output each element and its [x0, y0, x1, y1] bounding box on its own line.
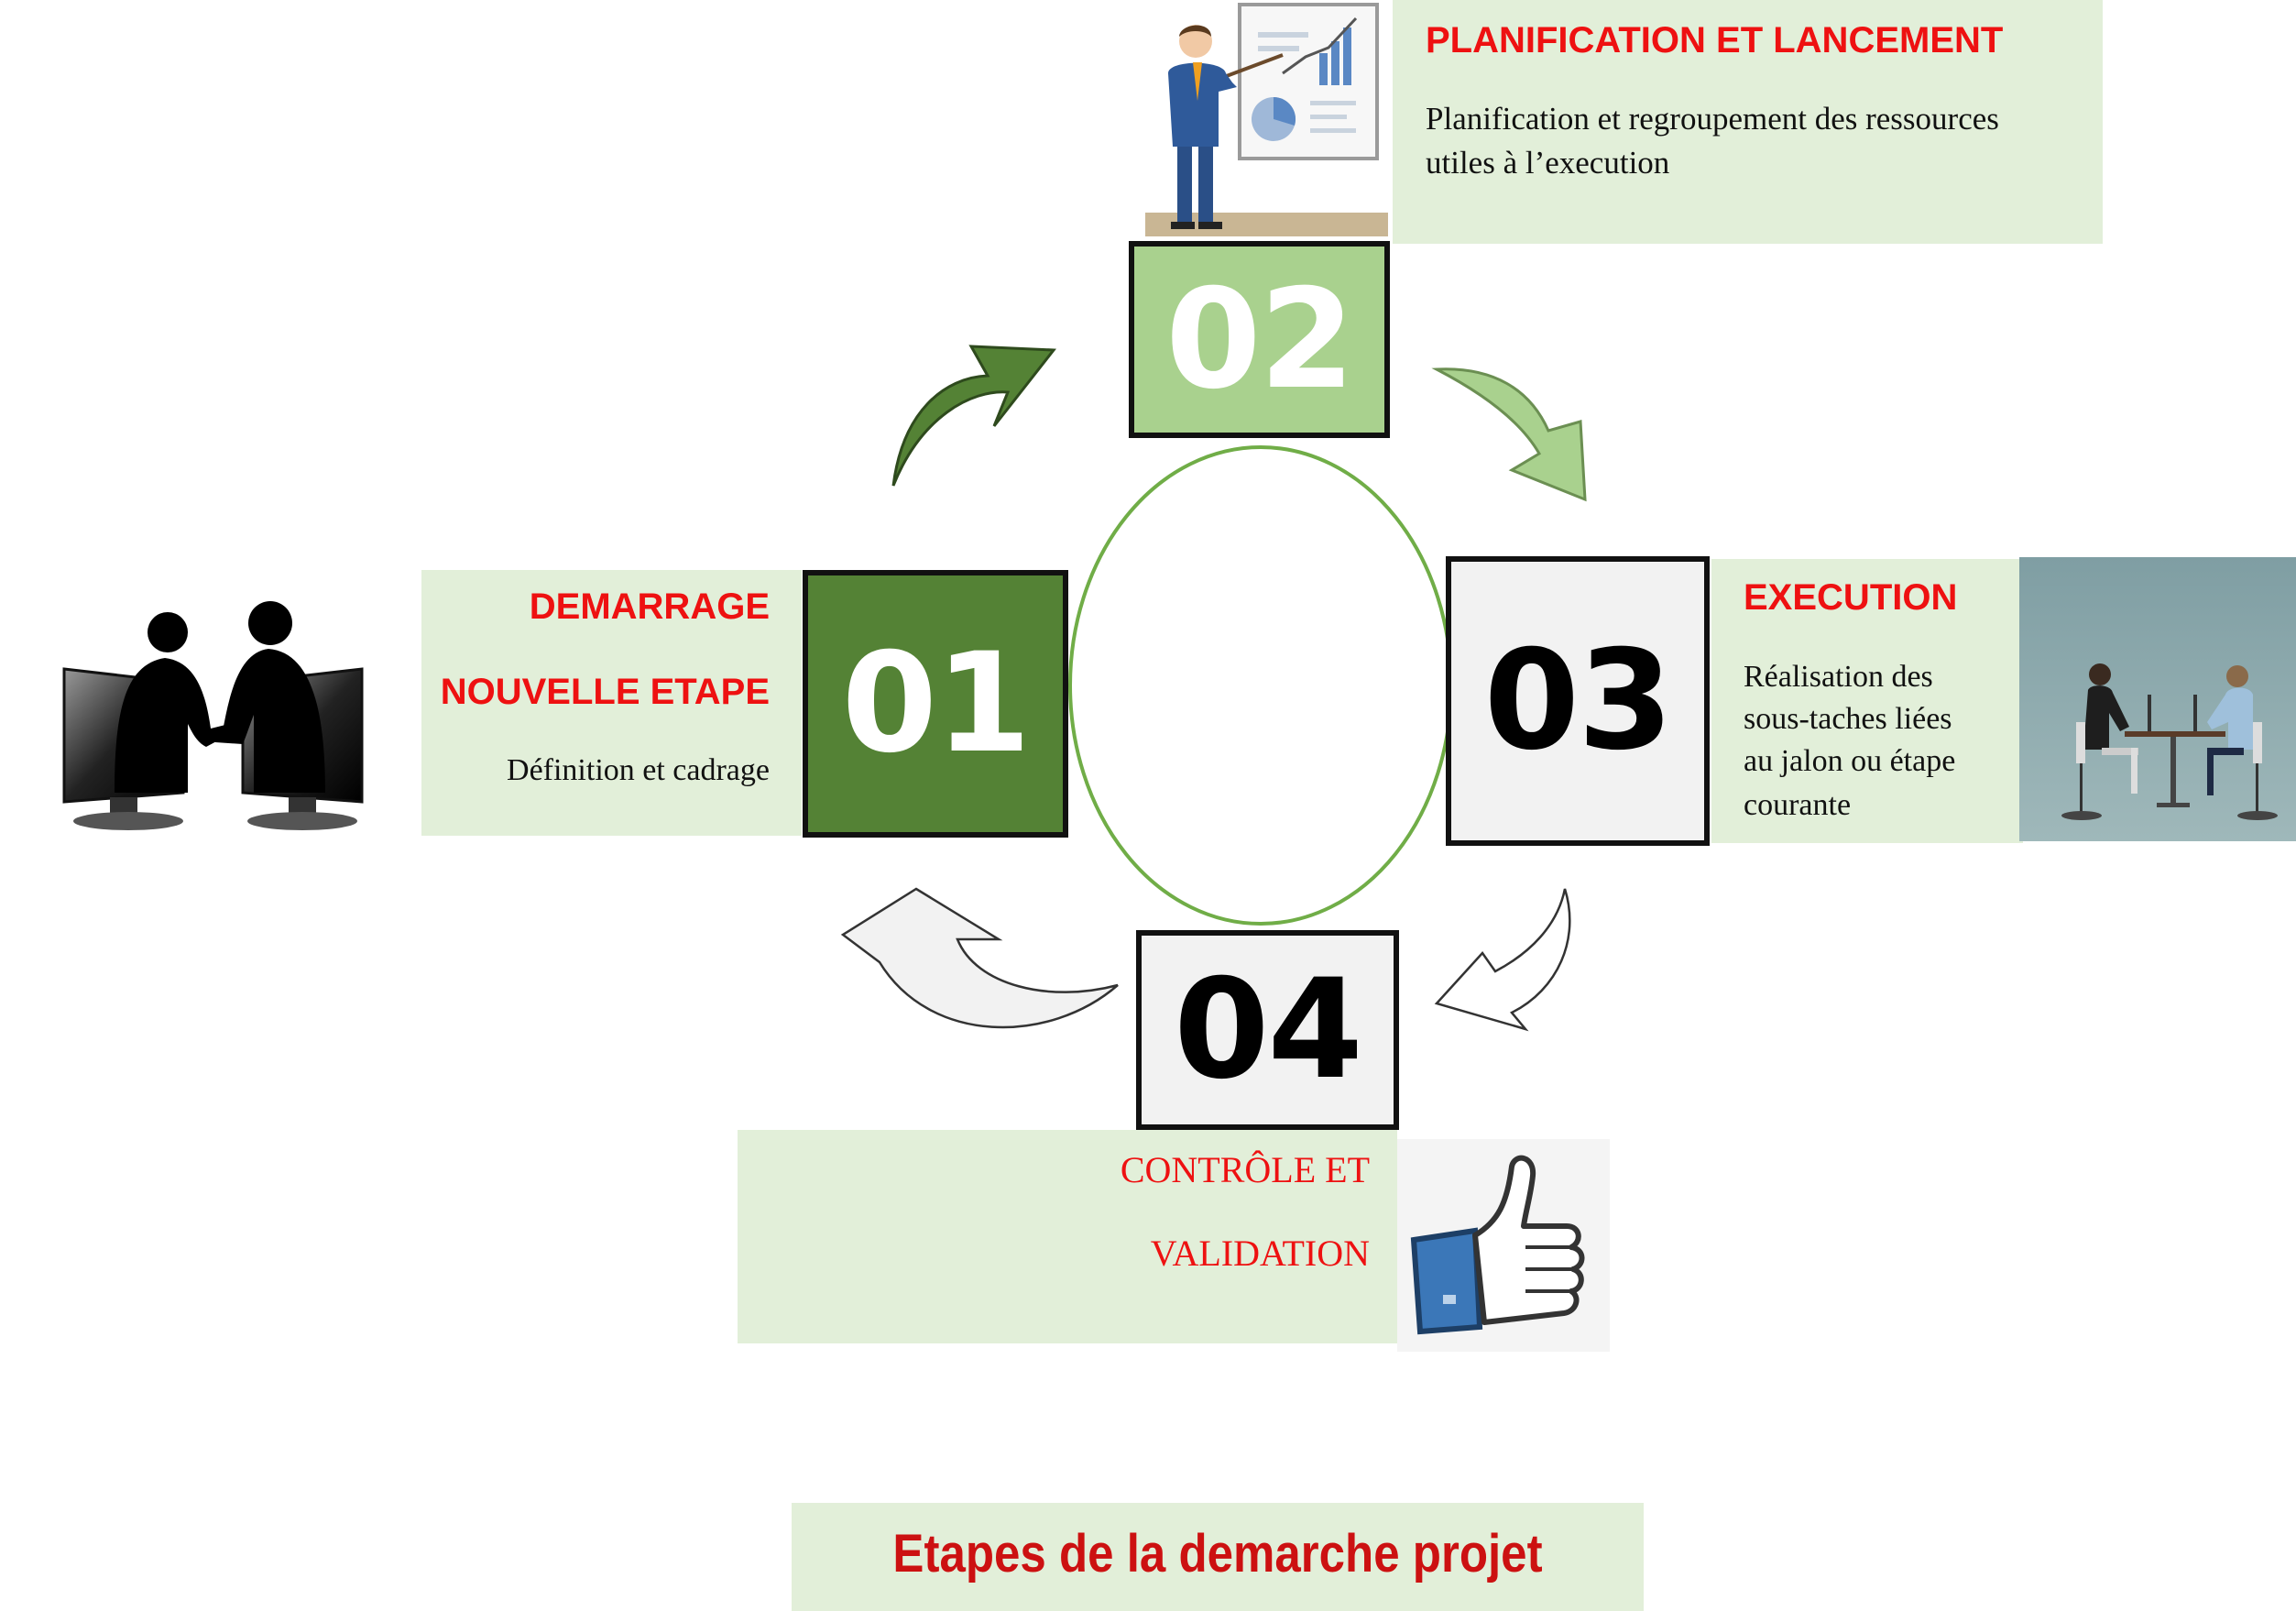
step-04-panel [738, 1130, 1397, 1343]
arrow-02-to-03 [1431, 367, 1587, 502]
caption-panel [792, 1503, 1644, 1611]
step-03-description-line3: au jalon ou étape [1744, 744, 1956, 778]
arrow-01-to-02 [891, 345, 1056, 487]
arrow-03-to-04 [1434, 888, 1571, 1032]
arrow-04-to-01 [840, 887, 1119, 1029]
step-01-title-line2: NOUVELLE ETAPE [440, 672, 770, 712]
step-03-title: EXECUTION [1744, 577, 1958, 618]
people-at-desks-icon [2019, 557, 2296, 841]
step-01-panel [421, 570, 802, 836]
step-02-description-line1: Planification et regroupement des ressou… [1426, 101, 1999, 137]
step-03-description-line4: courante [1744, 788, 1852, 822]
step-03-description-line2: sous-taches liées [1744, 702, 1952, 736]
step-01-number-box: 01 [803, 570, 1068, 838]
step-03-description-line1: Réalisation des [1744, 660, 1933, 694]
step-02-panel [1393, 0, 2103, 244]
caption-title: Etapes de la demarche projet [892, 1524, 1543, 1584]
step-02-number-box: 02 [1129, 241, 1390, 438]
step-04-title-line2: VALIDATION [1150, 1233, 1370, 1274]
step-03-number-box: 03 [1446, 556, 1710, 846]
step-02-title: PLANIFICATION ET LANCEMENT [1426, 20, 2004, 60]
step-04-number-box: 04 [1136, 930, 1399, 1130]
thumbs-up-icon [1397, 1139, 1610, 1352]
presenter-chart-icon [1145, 3, 1388, 236]
step-04-title-line1: CONTRÔLE ET [1120, 1149, 1370, 1190]
step-02-description-line2: utiles à l’execution [1426, 145, 1670, 181]
step-01-description: Définition et cadrage [507, 753, 770, 787]
step-03-panel [1711, 559, 2023, 843]
step-01-title-line1: DEMARRAGE [529, 586, 770, 627]
handshake-monitors-icon [62, 601, 364, 830]
